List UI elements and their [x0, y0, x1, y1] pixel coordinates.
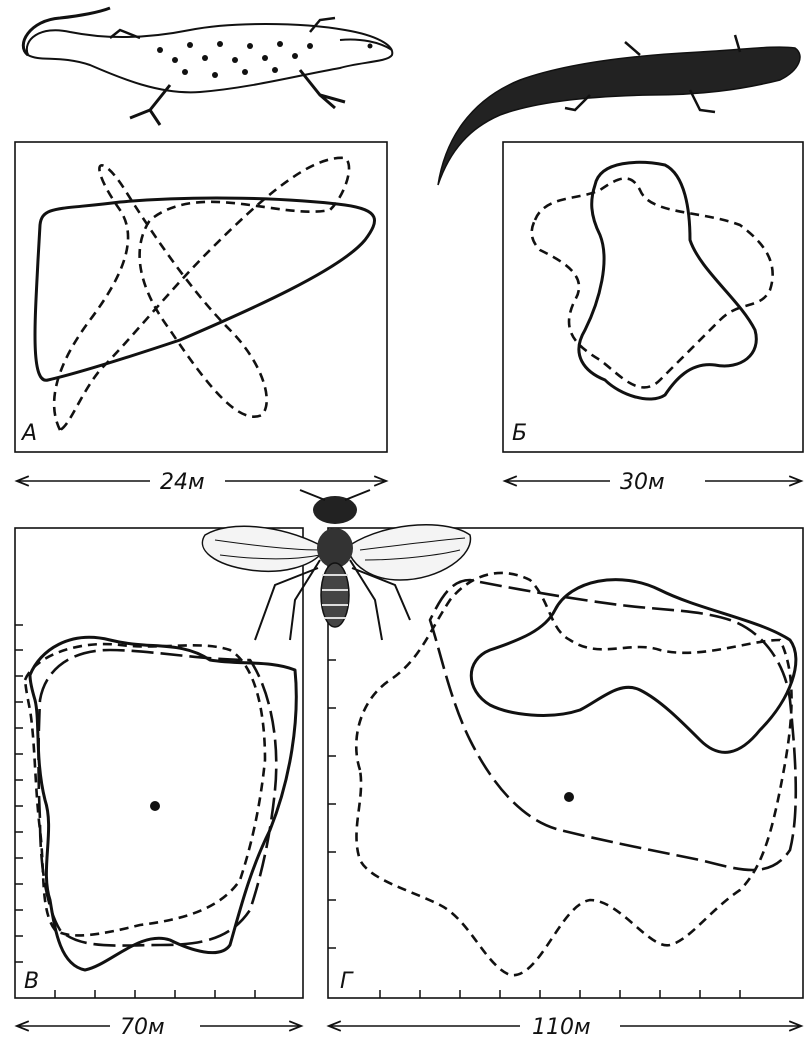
path-b-dashed — [532, 178, 773, 387]
panel-g-label: Г — [340, 969, 354, 994]
panel-g-frame — [328, 528, 803, 998]
panel-v-center-dot — [150, 801, 160, 811]
panel-g-scale: 110м — [532, 1015, 591, 1040]
panel-a-label: А — [20, 421, 37, 446]
panel-v-ticks — [15, 625, 255, 998]
panel-g-ticks — [328, 660, 740, 998]
panel-b: Б 30м — [503, 142, 803, 495]
panel-a: А 24м — [15, 142, 387, 495]
panel-v: В 70м — [15, 528, 303, 1040]
lizard-slender-icon — [438, 35, 800, 185]
panel-b-label: Б — [512, 421, 527, 446]
lizard-spotted-icon — [23, 8, 392, 125]
path-v-solid — [30, 637, 296, 970]
panel-b-scale: 30м — [620, 470, 665, 495]
panel-b-frame — [503, 142, 803, 452]
path-a-solid — [35, 198, 375, 380]
panel-v-scale: 70м — [120, 1015, 165, 1040]
path-g-longdash — [430, 580, 796, 870]
path-v-dashed — [25, 644, 265, 935]
path-v-longdash — [39, 650, 277, 946]
panel-v-label: В — [24, 969, 39, 994]
panel-a-scale: 24м — [160, 470, 205, 495]
path-g-dashed — [356, 573, 791, 975]
panel-g: Г 110м — [328, 528, 803, 1040]
panel-g-center-dot — [564, 792, 574, 802]
